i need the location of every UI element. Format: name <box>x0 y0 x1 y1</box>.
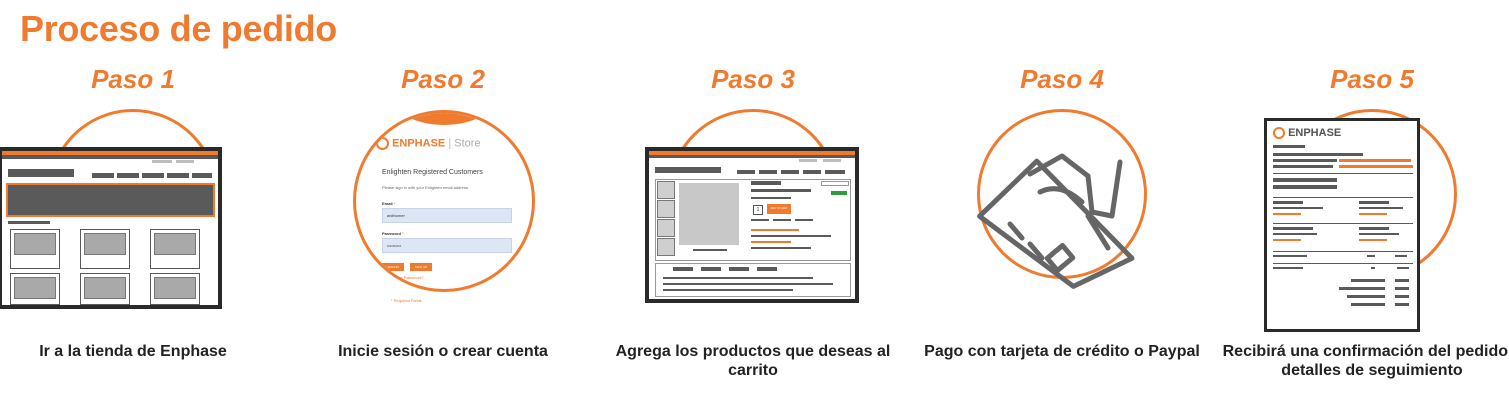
step-label: Paso 1 <box>91 64 175 94</box>
quantity-field[interactable]: 1 <box>753 205 763 215</box>
step-label: Paso 5 <box>1330 64 1414 94</box>
required-fields-note: * Required Fields <box>391 298 422 303</box>
product-page-illustration: 1 ADD TO CART <box>645 147 859 303</box>
sign-in-button[interactable]: SIGN IN <box>382 263 404 271</box>
enphase-logo-icon: ENPHASE | Store <box>376 137 481 150</box>
sign-up-button[interactable]: SIGN UP <box>410 263 432 271</box>
forgot-password-link[interactable]: Forgot Your Password? <box>382 275 424 280</box>
step-label: Paso 2 <box>401 64 485 94</box>
login-illustration: ENPHASE | Store Enlighten Registered Cus… <box>353 110 535 292</box>
password-field[interactable]: •••••••••• <box>382 238 512 253</box>
add-to-cart-button[interactable]: ADD TO CART <box>767 204 791 214</box>
step-1: Paso 1 Ir a la tienda de Enphase <box>0 62 283 412</box>
step-5: Paso 5 ENPHASE <box>1222 62 1509 412</box>
step-3: Paso 3 1 ADD TO CART <box>603 62 903 412</box>
step-description: Agrega los productos que deseas al carri… <box>615 343 891 379</box>
store-homepage-illustration <box>0 147 222 309</box>
step-description: Inicie sesión o crear cuenta <box>338 343 548 360</box>
hand-credit-card-icon <box>977 153 1135 289</box>
step-4: Paso 4 Pago con tarjeta de crédito o Pay… <box>912 62 1212 412</box>
step-description: Pago con tarjeta de crédito o Paypal <box>924 343 1200 360</box>
page-title: Proceso de pedido <box>20 8 337 49</box>
step-description: Recibirá una confirmación del pedido y d… <box>1222 343 1509 379</box>
step-2: Paso 2 ENPHASE | Store Enlighten Registe… <box>293 62 593 412</box>
login-heading: Enlighten Registered Customers <box>382 169 483 176</box>
order-confirmation-illustration: ENPHASE <box>1264 118 1420 332</box>
email-field[interactable]: anithomer <box>382 208 512 223</box>
step-description: Ir a la tienda de Enphase <box>39 343 227 360</box>
enphase-logo-icon: ENPHASE <box>1273 127 1341 140</box>
step-label: Paso 3 <box>711 64 795 94</box>
step-label: Paso 4 <box>1020 64 1104 94</box>
